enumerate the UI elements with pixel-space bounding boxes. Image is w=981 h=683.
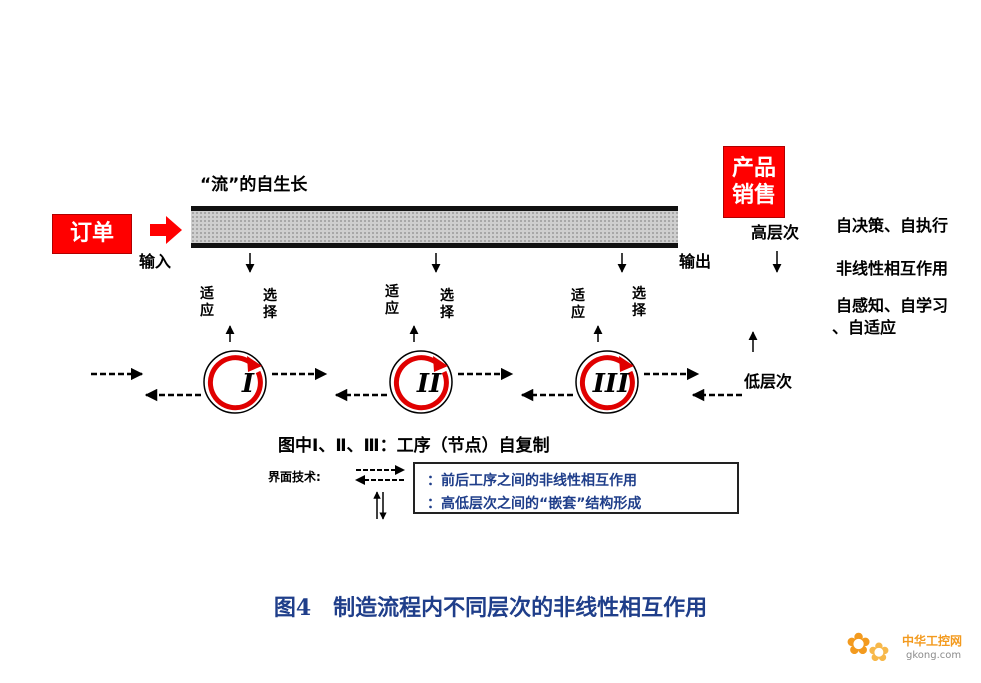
node-1-numeral: I	[241, 369, 255, 399]
order-label: 订单	[69, 221, 114, 247]
node-2-numeral: II	[416, 369, 442, 399]
gear-icon: ✿	[868, 638, 890, 668]
stage-2-adapt-label: 适应	[385, 284, 399, 317]
gear-icon: ✿	[846, 627, 872, 662]
output-label: 输出	[679, 252, 712, 271]
flow-title: “流”的自生长	[200, 175, 308, 195]
interface-tech-label: 界面技术:	[268, 470, 321, 484]
node-2: II	[389, 350, 453, 414]
watermark-en: gkong.com	[906, 650, 962, 661]
figure-caption: 图4 制造流程内不同层次的非线性相互作用	[273, 595, 708, 621]
stage-2-select-label: 选择	[440, 288, 454, 321]
property-self-sensing: 自感知、自学习	[836, 296, 949, 315]
input-arrow	[150, 216, 182, 244]
legend-box: ：前后工序之间的非线性相互作用 ：高低层次之间的“嵌套”结构形成	[413, 462, 739, 514]
node-note: 图中Ⅰ、Ⅱ、Ⅲ：工序（节点）自复制	[278, 436, 550, 456]
property-self-decision: 自决策、自执行	[836, 216, 949, 235]
property-self-adapt: 、自适应	[832, 318, 897, 337]
stage-1-select-label: 选择	[263, 288, 277, 321]
legend-dashed-symbol	[355, 465, 405, 485]
watermark: ✿ ✿ 中华工控网 gkong.com	[846, 626, 976, 672]
watermark-cn: 中华工控网	[902, 634, 963, 648]
property-nonlinear: 非线性相互作用	[836, 259, 949, 278]
low-level-label: 低层次	[744, 372, 793, 391]
node-1: I	[203, 350, 267, 414]
legend-line-nesting: ：高低层次之间的“嵌套”结构形成	[427, 496, 642, 512]
node-3-numeral: III	[592, 369, 630, 399]
order-box: 订单	[52, 214, 132, 254]
product-label: 产品	[731, 155, 776, 181]
node-3: III	[575, 350, 639, 414]
flow-band	[191, 206, 678, 248]
stage-1-adapt-label: 适应	[200, 286, 214, 319]
input-label: 输入	[139, 252, 172, 271]
product-sales-box: 产品 销售	[723, 146, 785, 218]
legend-line-nonlinear: ：前后工序之间的非线性相互作用	[427, 473, 637, 489]
stage-3-select-label: 选择	[632, 286, 646, 319]
legend-vertical-symbol	[373, 491, 387, 520]
high-level-label: 高层次	[751, 223, 800, 242]
sales-label: 销售	[731, 183, 776, 208]
stage-3-adapt-label: 适应	[571, 288, 585, 321]
